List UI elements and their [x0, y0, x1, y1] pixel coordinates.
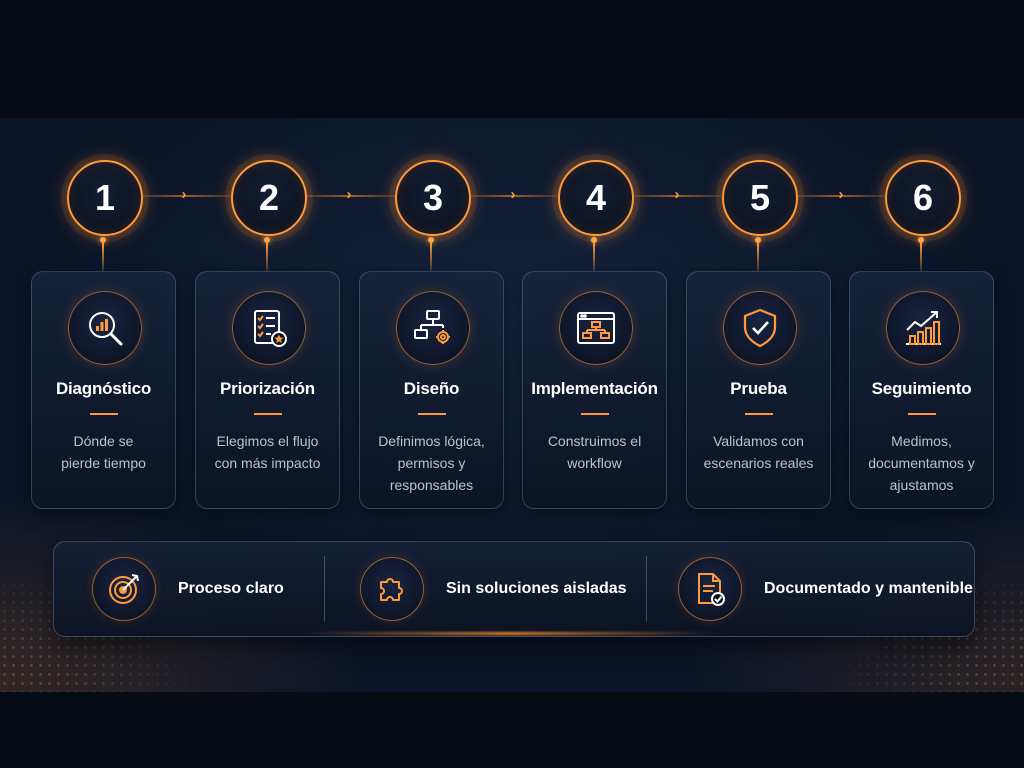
step-title: Diagnóstico — [55, 379, 152, 398]
step-connector-stem — [430, 243, 432, 271]
arrow-right-icon: › — [838, 186, 844, 203]
step-description: Elegimos el flujo con más impacto — [204, 430, 331, 474]
step-connector-stem — [102, 243, 104, 271]
feature-sin-soluciones-aisladas: Sin soluciones aisladas — [360, 542, 627, 636]
description-line: Validamos con — [713, 433, 804, 449]
step-connector-dot — [591, 237, 597, 243]
connector-line — [631, 195, 721, 197]
step-title: Priorización — [220, 379, 315, 398]
step-number: 5 — [749, 177, 771, 218]
description-line: Elegimos el flujo — [216, 433, 319, 449]
step-description: Validamos con escenarios reales — [695, 430, 822, 474]
description-line: escenarios reales — [703, 455, 814, 471]
description-line: ajustamos — [889, 477, 954, 493]
description-line: documentamos y — [868, 455, 975, 471]
step-card-prueba: Prueba Validamos con escenarios reales — [686, 271, 831, 509]
flow-gear-icon — [395, 291, 470, 365]
step-card-priorizacion: Priorización Elegimos el flujo con más i… — [195, 271, 340, 509]
step-number-circle: 1 — [67, 160, 143, 236]
title-underline — [907, 413, 936, 415]
browser-workflow-icon — [558, 291, 633, 365]
step-title: Prueba — [730, 379, 787, 398]
growth-chart-icon — [885, 291, 960, 365]
document-check-icon — [678, 557, 742, 621]
feature-documentado-mantenible: Documentado y mantenible — [678, 542, 973, 636]
step-number-circle: 4 — [558, 160, 634, 236]
step-connector-dot — [918, 237, 924, 243]
step-number-circle: 6 — [885, 160, 961, 236]
features-panel: Proceso claro Sin soluciones aisladas Do… — [53, 541, 975, 637]
puzzle-icon — [360, 557, 424, 621]
description-line: Definimos lógica, — [378, 433, 485, 449]
step-number: 3 — [422, 177, 444, 218]
title-underline — [744, 413, 773, 415]
connector-line — [139, 195, 233, 197]
step-number: 6 — [912, 177, 934, 218]
step-connector-dot — [428, 237, 434, 243]
feature-label: Documentado y mantenible — [764, 580, 973, 597]
description-line: responsables — [389, 477, 474, 493]
step-description: Dónde se pierde tiempo — [40, 430, 167, 474]
step-number: 4 — [585, 177, 607, 218]
step-title: Implementación — [531, 379, 658, 398]
feature-proceso-claro: Proceso claro — [92, 542, 284, 636]
description-line: Construimos el — [547, 433, 642, 449]
title-underline — [417, 413, 446, 415]
step-card-diseno: Diseño Definimos lógica, permisos y resp… — [359, 271, 504, 509]
description-line: Dónde se — [73, 433, 134, 449]
step-connector-stem — [593, 243, 595, 271]
feature-label: Sin soluciones aisladas — [446, 580, 627, 597]
divider — [646, 556, 647, 622]
magnifier-chart-icon — [67, 291, 142, 365]
step-number-circle: 3 — [395, 160, 471, 236]
step-card-implementacion: Implementación Construimos el workflow — [522, 271, 667, 509]
panel-glow — [300, 632, 720, 635]
step-description: Construimos el workflow — [531, 430, 658, 474]
step-connector-dot — [755, 237, 761, 243]
checklist-star-icon — [231, 291, 306, 365]
shield-check-icon — [722, 291, 797, 365]
description-line: permisos y — [397, 455, 466, 471]
title-underline — [89, 413, 118, 415]
arrow-right-icon: › — [674, 186, 680, 203]
step-number: 1 — [94, 177, 116, 218]
step-connector-dot — [264, 237, 270, 243]
step-connector-stem — [266, 243, 268, 271]
description-line: Medimos, — [891, 433, 952, 449]
step-connector-stem — [920, 243, 922, 271]
arrow-right-icon: › — [346, 186, 352, 203]
connector-line — [795, 195, 885, 197]
step-description: Medimos, documentamos y ajustamos — [858, 430, 985, 496]
step-card-diagnostico: Diagnóstico Dónde se pierde tiempo — [31, 271, 176, 509]
step-description: Definimos lógica, permisos y responsable… — [368, 430, 495, 496]
step-connector-dot — [100, 237, 106, 243]
title-underline — [580, 413, 609, 415]
feature-label: Proceso claro — [178, 580, 284, 597]
connector-line — [467, 195, 557, 197]
target-icon — [92, 557, 156, 621]
title-underline — [253, 413, 282, 415]
connector-line — [303, 195, 397, 197]
description-line: workflow — [567, 455, 622, 471]
step-number-circle: 5 — [722, 160, 798, 236]
description-line: con más impacto — [214, 455, 321, 471]
description-line: pierde tiempo — [61, 455, 146, 471]
step-title: Diseño — [403, 379, 460, 398]
step-connector-stem — [757, 243, 759, 271]
arrow-right-icon: › — [510, 186, 516, 203]
step-card-seguimiento: Seguimiento Medimos, documentamos y ajus… — [849, 271, 994, 509]
step-number-circle: 2 — [231, 160, 307, 236]
divider — [324, 556, 325, 622]
step-number: 2 — [258, 177, 280, 218]
arrow-right-icon: › — [181, 186, 187, 203]
step-title: Seguimiento — [871, 379, 972, 398]
